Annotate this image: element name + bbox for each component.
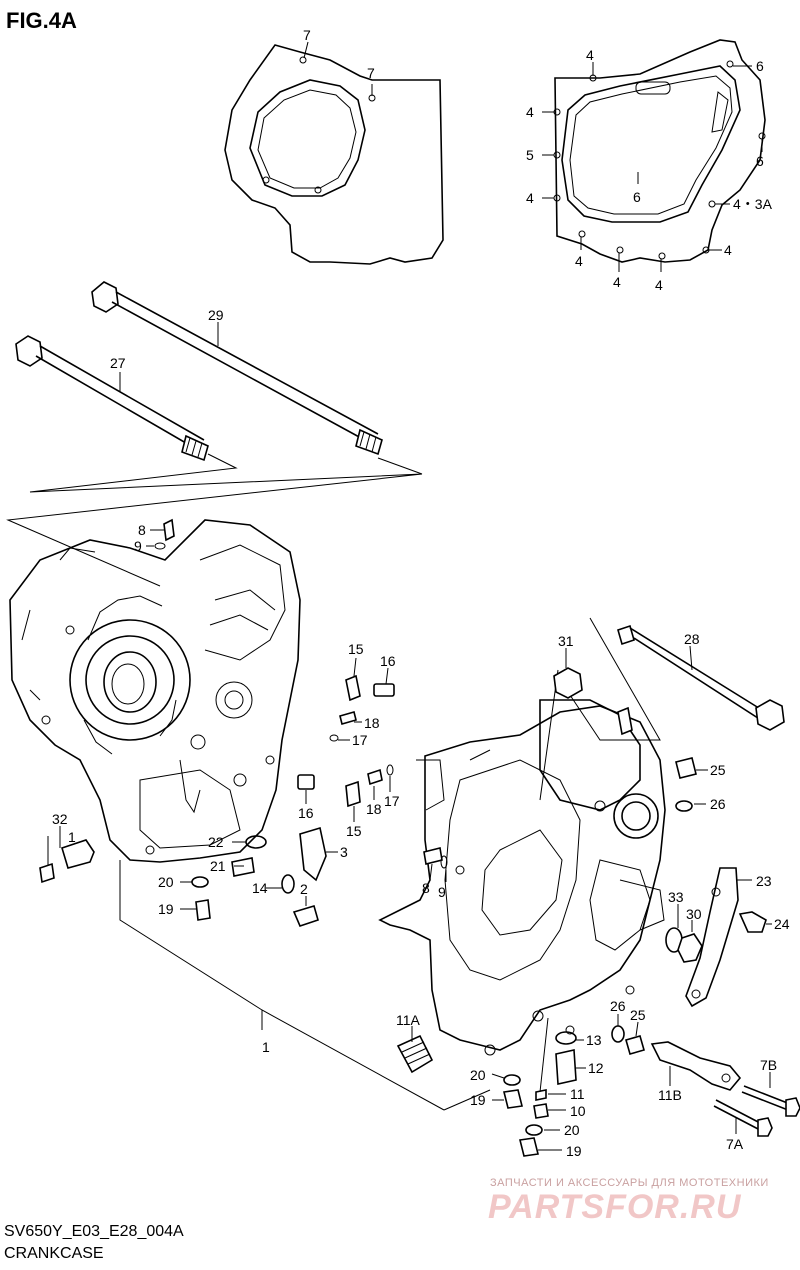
callout-6: 6 <box>756 58 764 74</box>
nut-30 <box>677 933 703 963</box>
callout-15: 15 <box>346 823 362 839</box>
callout-14: 14 <box>252 880 268 896</box>
callout-4: 4 <box>724 242 732 258</box>
sensor-bracket-upper <box>329 674 395 742</box>
callout-7: 7 <box>367 65 375 81</box>
bolt-27 <box>15 335 209 462</box>
callout-25: 25 <box>710 762 726 778</box>
left-cover-gasket <box>224 44 444 265</box>
callout-7a: 7A <box>726 1136 744 1152</box>
bolt-25 <box>675 757 697 779</box>
callout-19: 19 <box>470 1092 486 1108</box>
model-code: SV650Y_E03_E28_004A <box>4 1223 184 1240</box>
callout-25: 25 <box>630 1007 646 1023</box>
callout-28: 28 <box>684 631 700 647</box>
watermark-tagline: ЗАПЧАСТИ И АКСЕССУАРЫ ДЛЯ МОТОТЕХНИКИ <box>490 1177 769 1189</box>
bolt-7b <box>741 1085 800 1117</box>
callout-33: 33 <box>668 889 684 905</box>
callout-16: 16 <box>298 805 314 821</box>
callout-2: 2 <box>300 881 308 897</box>
callout-4: 4 <box>613 274 621 290</box>
callout-9: 9 <box>134 538 142 554</box>
callout-4: 4 <box>655 277 663 293</box>
callout-17: 17 <box>352 732 368 748</box>
callout-9: 9 <box>438 884 446 900</box>
lower-crankcase <box>378 699 666 1056</box>
callout-30: 30 <box>686 906 702 922</box>
callout-13: 13 <box>586 1032 602 1048</box>
shift-plate-23 <box>685 867 739 1008</box>
washers-and-plugs-left <box>191 826 327 927</box>
callout-16: 16 <box>380 653 396 669</box>
washer-26 <box>611 1025 625 1043</box>
section-name: CRANKCASE <box>4 1245 104 1262</box>
callout-4: 4 <box>526 190 534 206</box>
watermark-brand: PARTSFOR.RU <box>488 1188 742 1226</box>
callout-11b: 11B <box>658 1087 682 1103</box>
callout-6: 6 <box>756 153 764 169</box>
callout-15: 15 <box>348 641 364 657</box>
callout-19: 19 <box>566 1143 582 1159</box>
callout-4: 4 <box>526 104 534 120</box>
callout-24: 24 <box>774 916 790 932</box>
callout-10: 10 <box>570 1103 586 1119</box>
callout-4: 4 <box>575 253 583 269</box>
callout-27: 27 <box>110 355 126 371</box>
breather-fitting-8 <box>154 518 175 550</box>
breather-fitting-8 <box>423 847 443 865</box>
callout-5: 5 <box>526 147 534 163</box>
callout-11: 11 <box>570 1086 585 1102</box>
callout-3: 3 <box>340 844 348 860</box>
callout-8: 8 <box>422 880 430 896</box>
callout-32: 32 <box>52 811 68 827</box>
callout-19: 19 <box>158 901 174 917</box>
callout-12: 12 <box>588 1060 604 1076</box>
callout-7: 7 <box>303 27 311 43</box>
oil-pressure-switch-32 <box>39 839 95 884</box>
bracket-11b <box>650 1041 742 1091</box>
bolt-24 <box>738 911 767 933</box>
callout-29: 29 <box>208 307 224 323</box>
nut-31 <box>553 667 583 699</box>
callout-23: 23 <box>756 873 772 889</box>
bolt-7a <box>713 1099 773 1137</box>
callout-22: 22 <box>208 834 224 850</box>
callout-1: 1 <box>262 1039 270 1055</box>
bolt-28 <box>617 624 785 731</box>
callout-17: 17 <box>384 793 400 809</box>
callout-20: 20 <box>158 874 174 890</box>
right-cover-gasket <box>553 39 766 263</box>
callout-18: 18 <box>364 715 380 731</box>
filter-stud-11a <box>396 1034 434 1074</box>
callout-1: 1 <box>68 829 76 845</box>
plug-12 <box>555 1049 577 1085</box>
bolt-29 <box>91 281 383 456</box>
upper-crankcase <box>9 519 301 863</box>
washer-13 <box>555 1031 577 1045</box>
callout-4: 4 <box>586 47 594 63</box>
callout-20: 20 <box>564 1122 580 1138</box>
callout-4-3a: 4・3A <box>733 196 773 212</box>
sensor-bracket-lower <box>297 764 394 808</box>
callout-18: 18 <box>366 801 382 817</box>
figure-title: FIG.4A <box>6 8 77 33</box>
callout-31: 31 <box>558 633 574 649</box>
callout-8: 8 <box>138 522 146 538</box>
callout-11a: 11A <box>396 1012 421 1028</box>
callout-26: 26 <box>610 998 626 1014</box>
bolt-25 <box>625 1035 645 1055</box>
callout-20: 20 <box>470 1067 486 1083</box>
washer-26 <box>675 800 693 812</box>
callout-21: 21 <box>210 858 226 874</box>
callout-26: 26 <box>710 796 726 812</box>
callout-6: 6 <box>633 189 641 205</box>
drain-parts-bottom <box>503 1074 549 1157</box>
callout-7b: 7B <box>760 1057 777 1073</box>
